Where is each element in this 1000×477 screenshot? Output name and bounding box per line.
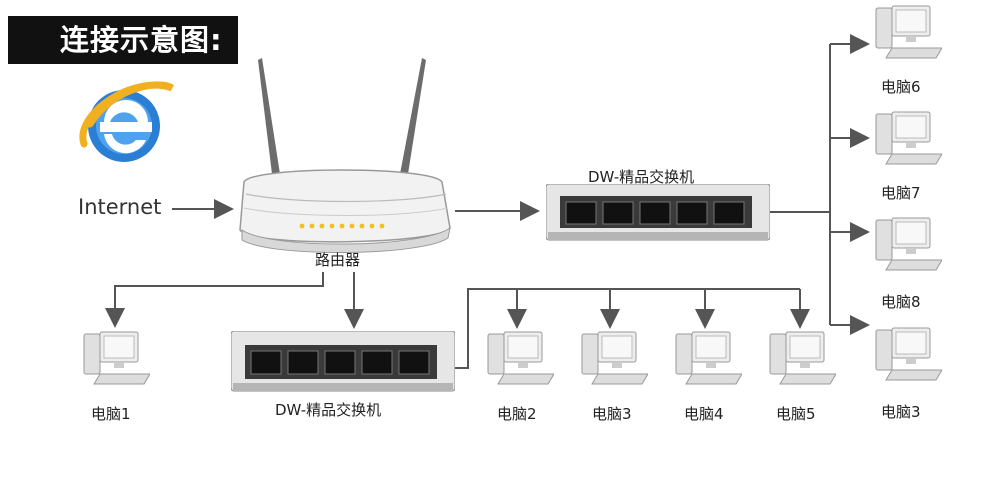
bus-bottom (455, 288, 800, 369)
computer-label-bottom-2: 电脑3 (592, 405, 632, 423)
computer-icon (487, 331, 554, 385)
computer-icon (83, 331, 150, 385)
computer-label-right-2: 电脑7 (881, 184, 921, 202)
diagram-title: 连接示意图: (8, 16, 238, 64)
ie-browser-icon (79, 81, 174, 162)
computer-icon (769, 331, 836, 385)
computer-icon (581, 331, 648, 385)
computer-label-right-1: 电脑6 (881, 78, 921, 96)
computer-label-right-3: 电脑8 (881, 293, 921, 311)
internet-label: Internet (78, 195, 162, 219)
arrow-router-pc1 (105, 272, 324, 328)
computer-label-right-4: 电脑3 (881, 403, 921, 421)
computer-label-left: 电脑1 (91, 405, 131, 423)
computer-label-bottom-4: 电脑5 (776, 405, 816, 423)
router-label: 路由器 (315, 251, 361, 269)
switch-bottom-label: DW-精品交换机 (275, 401, 382, 419)
computer-label-bottom-1: 电脑2 (497, 405, 537, 423)
computer-icon (875, 5, 942, 59)
computer-label-bottom-3: 电脑4 (684, 405, 724, 423)
router-icon (239, 58, 451, 254)
computer-icon (875, 217, 942, 271)
switch-bottom-icon (231, 331, 455, 392)
computer-icon (875, 111, 942, 165)
switch-top-label: DW-精品交换机 (588, 168, 695, 186)
computer-icon (875, 327, 942, 381)
switch-top-icon (546, 184, 770, 241)
computer-icon (675, 331, 742, 385)
